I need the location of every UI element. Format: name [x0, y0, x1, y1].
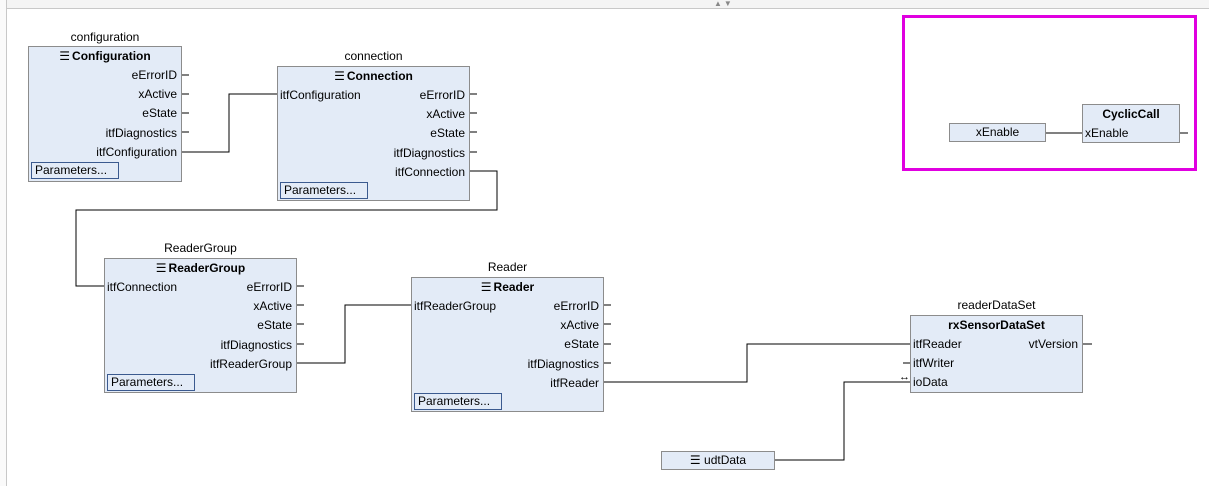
wire-readergroup-reader	[297, 304, 411, 364]
instance-name-readerdataset: readerDataSet	[957, 298, 1036, 312]
instance-name-connection: connection	[344, 49, 403, 63]
parameters-button[interactable]: Parameters...	[414, 393, 502, 410]
fb-cycliccall[interactable]: CyclicCall xEnable	[1082, 104, 1180, 143]
wire-configuration-connection	[182, 93, 277, 153]
fb-title: ☰ReaderGroup	[105, 261, 296, 275]
parameters-button[interactable]: Parameters...	[107, 374, 195, 391]
parameters-button[interactable]: Parameters...	[280, 182, 368, 199]
output-pin[interactable]: xActive	[560, 318, 599, 332]
fb-type-label: rxSensorDataSet	[948, 318, 1045, 332]
output-pin[interactable]: eErrorID	[131, 68, 177, 82]
fb-readergroup[interactable]: ☰ReaderGroup itfConnection eErrorID xAct…	[104, 258, 297, 393]
menu-icon[interactable]: ☰	[480, 280, 492, 294]
output-pin[interactable]: xActive	[138, 87, 177, 101]
menu-icon[interactable]: ☰	[59, 49, 71, 63]
output-pin[interactable]: itfConfiguration	[96, 145, 177, 159]
output-pin[interactable]: xActive	[426, 107, 465, 121]
wire-reader-datasset	[604, 343, 910, 383]
output-pin[interactable]: itfDiagnostics	[527, 357, 599, 371]
output-pin[interactable]: vtVersion	[1028, 337, 1078, 351]
fb-title: ☰Connection	[278, 69, 469, 83]
menu-icon[interactable]: ☰	[334, 69, 345, 83]
fb-type-label: CyclicCall	[1102, 107, 1160, 121]
udtdata-variable[interactable]: ☰ udtData	[661, 451, 775, 470]
fb-type-label: ReaderGroup	[168, 261, 246, 275]
splitter-arrows-icon[interactable]: ▲▼	[714, 0, 734, 8]
variable-label: udtData	[704, 453, 747, 467]
highlight-frame	[902, 15, 1197, 171]
output-pin[interactable]: itfDiagnostics	[393, 146, 465, 160]
input-pin[interactable]: itfConnection	[107, 280, 178, 294]
fb-type-label: Connection	[346, 69, 413, 83]
output-pin[interactable]: itfDiagnostics	[220, 338, 292, 352]
fb-type-label: Configuration	[72, 49, 151, 63]
input-pin[interactable]: itfWriter	[913, 356, 955, 370]
input-pin[interactable]: itfConfiguration	[280, 88, 361, 102]
parameters-button[interactable]: Parameters...	[31, 162, 119, 179]
output-pin[interactable]: eErrorID	[553, 299, 599, 313]
editor-top-border	[0, 0, 1209, 9]
menu-icon: ☰	[689, 453, 701, 467]
output-pin[interactable]: itfConnection	[394, 165, 465, 179]
inout-arrow-icon: ↔	[899, 371, 910, 383]
wire-connection-readergroup	[75, 170, 498, 287]
fb-title: ☰Configuration	[29, 49, 181, 63]
output-pin[interactable]: itfReader	[550, 376, 599, 390]
fb-configuration[interactable]: ☰Configuration eErrorID xActive eState i…	[28, 46, 182, 182]
inout-pin[interactable]: ioData	[913, 375, 948, 389]
output-pin[interactable]: itfReaderGroup	[209, 357, 292, 371]
editor-left-border	[0, 0, 7, 486]
output-pin[interactable]: eState	[430, 126, 465, 140]
output-pin[interactable]: eState	[257, 318, 292, 332]
input-pin[interactable]: itfReader	[913, 337, 962, 351]
output-pin[interactable]: xActive	[253, 299, 292, 313]
input-pin[interactable]: xEnable	[1085, 126, 1129, 140]
fb-connection[interactable]: ☰Connection itfConfiguration eErrorID xA…	[277, 66, 470, 201]
output-pin[interactable]: eState	[564, 337, 599, 351]
output-pin[interactable]: eErrorID	[246, 280, 292, 294]
fb-type-label: Reader	[493, 280, 535, 294]
instance-name-reader: Reader	[487, 260, 528, 274]
menu-icon[interactable]: ☰	[155, 261, 167, 275]
xenable-variable[interactable]: xEnable	[949, 123, 1046, 142]
instance-name-readergroup: ReaderGroup	[164, 241, 237, 255]
fb-readerdataset[interactable]: rxSensorDataSet itfReader itfWriter ioDa…	[910, 315, 1083, 393]
instance-name-configuration: configuration	[70, 30, 140, 44]
output-pin[interactable]: itfDiagnostics	[105, 126, 177, 140]
fb-title: ☰Reader	[412, 280, 603, 294]
output-pin[interactable]: eState	[142, 106, 177, 120]
output-pin[interactable]: eErrorID	[419, 88, 465, 102]
fb-reader[interactable]: ☰Reader itfReaderGroup eErrorID xActive …	[411, 277, 604, 412]
input-pin[interactable]: itfReaderGroup	[414, 299, 497, 313]
wire-udtdata-iodata	[775, 381, 910, 461]
